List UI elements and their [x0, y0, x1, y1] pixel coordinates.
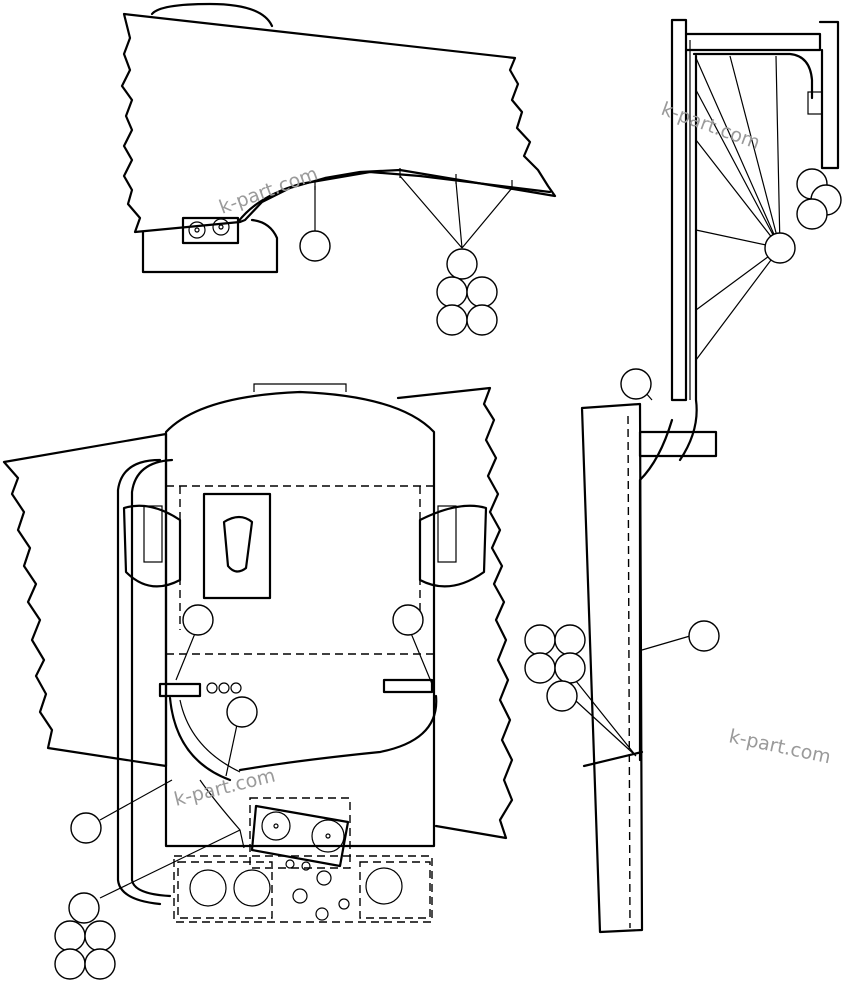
callout-circle — [764, 232, 796, 264]
clip-arm — [582, 750, 644, 768]
callout-circle — [688, 620, 720, 652]
callout-circle — [446, 248, 478, 280]
reel-plate — [250, 804, 350, 868]
callout-circle — [554, 652, 586, 684]
lower-panel — [173, 855, 433, 923]
callout-circle — [68, 892, 100, 924]
callout-circle — [436, 276, 468, 308]
watermark-text: k-part.com — [216, 163, 321, 219]
side-upper-view: k-part.com — [120, 2, 557, 336]
callout-circle — [796, 198, 828, 230]
handrail — [116, 458, 174, 906]
gauge — [233, 869, 271, 907]
reel-left — [261, 811, 291, 841]
reel-right — [311, 819, 345, 853]
callout-circle — [54, 920, 86, 952]
callout-circle — [546, 680, 578, 712]
callout-circle — [554, 624, 586, 656]
main-body — [164, 390, 436, 848]
callout-circle — [524, 652, 556, 684]
lower-mast — [580, 402, 644, 934]
reel-box — [181, 216, 240, 245]
right-side-panel — [396, 386, 514, 840]
left-lamp — [122, 504, 182, 588]
callout-circle — [84, 948, 116, 980]
callout-circle — [182, 604, 214, 636]
reel-left — [188, 221, 206, 239]
gauge — [365, 867, 403, 905]
gauge — [189, 869, 227, 907]
hose-line — [678, 54, 698, 462]
callout-circle — [466, 304, 498, 336]
callout-circle — [436, 304, 468, 336]
reel-right — [212, 218, 230, 236]
reel-housing — [249, 797, 351, 869]
callout-circle — [226, 696, 258, 728]
hose-line — [692, 52, 814, 100]
front-bottom-view: k-part.com — [2, 383, 514, 980]
callout-circle — [54, 948, 86, 980]
callout-circle — [299, 230, 331, 262]
junction-block — [638, 430, 718, 458]
window-handle — [222, 515, 254, 573]
callout-circle — [466, 276, 498, 308]
callout-circle — [524, 624, 556, 656]
right-lamp — [418, 504, 488, 588]
fitting — [807, 91, 823, 115]
lower-housing — [141, 218, 279, 274]
top-arm — [684, 32, 822, 52]
top-cap — [253, 383, 347, 392]
upper-mast — [670, 18, 688, 402]
right-elevation-view: k-part.com k-part.com — [524, 18, 842, 934]
watermark-text: k-part.com — [727, 725, 833, 768]
hose-line — [236, 170, 552, 224]
callout-circle — [392, 604, 424, 636]
hose-line — [168, 694, 438, 782]
tank-dome — [150, 2, 274, 28]
right-bracket — [818, 20, 840, 170]
callout-circle — [84, 920, 116, 952]
callout-circle — [620, 368, 652, 400]
callout-circle — [70, 812, 102, 844]
watermark-text: k-part.com — [658, 98, 763, 154]
hose-line — [638, 418, 674, 762]
fittings — [158, 678, 434, 698]
body-outline — [120, 12, 557, 234]
rear-window — [202, 492, 272, 600]
left-side-panel — [2, 432, 168, 768]
watermark-text: k-part.com — [172, 764, 278, 810]
